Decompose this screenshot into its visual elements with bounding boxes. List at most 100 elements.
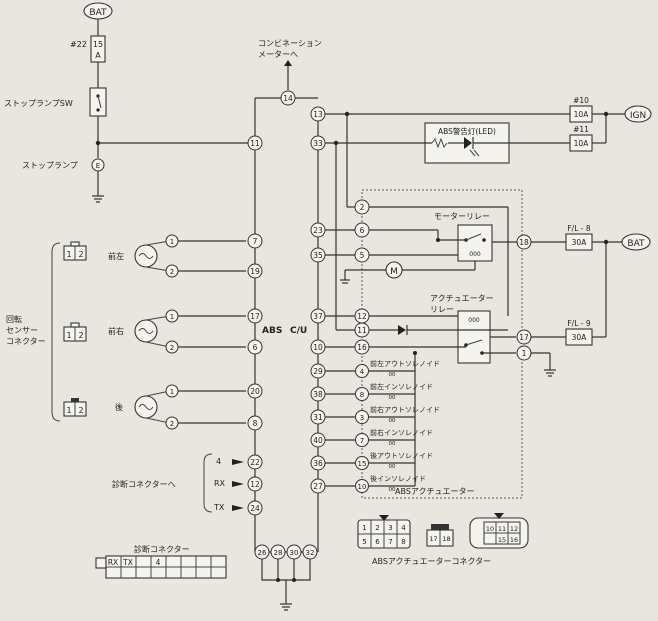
svg-text:10A: 10A [574,110,590,119]
svg-text:37: 37 [313,312,323,321]
svg-text:22: 22 [250,458,260,467]
svg-text:診断コネクター: 診断コネクター [134,544,190,554]
svg-text:6: 6 [253,343,258,352]
stop-lamp-switch [89,87,107,117]
svg-text:前左アウトソレノイド: 前左アウトソレノイド [370,359,440,368]
svg-text:F/L - 8: F/L - 8 [567,224,590,233]
svg-text:E: E [96,162,100,170]
sensor-front-left: 前左 1 2 [108,234,246,278]
svg-text:27: 27 [313,482,323,491]
svg-text:10A: 10A [574,139,590,148]
svg-text:1: 1 [66,250,71,259]
actuator-connector-label: ABSアクチュエーターコネクター [372,557,491,566]
svg-text:00: 00 [389,418,396,424]
svg-text:前左インソレノイド: 前左インソレノイド [370,382,433,391]
diag-branch: 診断コネクターへ 4 RX TX [112,453,244,513]
svg-text:30A: 30A [572,333,588,342]
svg-text:1: 1 [170,238,174,246]
svg-text:1: 1 [66,406,71,415]
svg-text:13: 13 [313,110,323,119]
svg-text:00: 00 [389,464,396,470]
svg-text:8: 8 [360,391,364,399]
actuator-connector-b: 17 18 [426,524,454,547]
bat-right-badge [621,233,651,251]
combo-meter-label: コンビネーション [258,39,322,48]
svg-text:11: 11 [250,139,260,148]
svg-text:1: 1 [522,349,527,358]
svg-text:5: 5 [362,538,366,546]
svg-text:8: 8 [401,538,405,546]
svg-text:15: 15 [358,460,367,468]
actuator-relay [457,310,491,364]
svg-text:7: 7 [360,437,364,445]
solenoid-fl-in: 前左インソレノイド 8 00 [325,382,433,401]
svg-text:メーターへ: メーターへ [258,50,298,59]
svg-text:20: 20 [250,387,260,396]
svg-text:00: 00 [389,487,396,493]
actuator-connector-a: 1 2 3 4 5 6 7 8 [357,515,411,549]
svg-text:2: 2 [78,406,83,415]
svg-text:後: 後 [115,402,123,412]
svg-text:M: M [390,267,398,277]
sensor-connector-icon-r: 1 2 [63,398,87,417]
svg-text:センサー: センサー [6,326,38,335]
svg-text:18: 18 [519,238,529,247]
svg-text:4: 4 [156,558,161,567]
actuator-connector-c: 10 11 12 15 16 [469,513,529,549]
solenoid-r-in: 後インソレノイド 10 00 [325,474,426,493]
svg-text:12: 12 [250,480,260,489]
svg-text:リレー: リレー [430,305,454,314]
svg-text:30A: 30A [572,238,588,247]
svg-text:4: 4 [216,457,221,466]
svg-text:30: 30 [290,549,299,557]
svg-text:1: 1 [362,524,366,532]
svg-text:#11: #11 [573,125,589,134]
svg-text:2: 2 [78,250,83,259]
svg-text:RX: RX [214,479,226,488]
svg-text:38: 38 [313,390,323,399]
solenoid-fr-out: 前右アウトソレノイド 3 00 [325,405,440,424]
svg-text:F/L - 9: F/L - 9 [567,319,590,328]
svg-text:1: 1 [170,388,174,396]
svg-text:000: 000 [468,317,480,324]
svg-text:TX: TX [213,503,225,512]
svg-text:29: 29 [313,367,323,376]
svg-text:10: 10 [358,483,367,491]
stop-lamp-branch: BAT 15 A #22 ストップランプSW E ストップランプ [4,2,248,203]
svg-text:2: 2 [78,331,83,340]
svg-text:3: 3 [388,524,392,532]
svg-text:3: 3 [360,414,364,422]
svg-text:19: 19 [250,267,260,276]
svg-text:TX: TX [122,558,133,567]
svg-text:5: 5 [360,251,365,260]
svg-text:10: 10 [486,525,494,533]
abs-control-unit: ABS C/U コンビネーション メーターへ 14 11 7 19 17 6 2… [247,39,326,611]
svg-text:1: 1 [66,331,71,340]
svg-text:40: 40 [313,436,323,445]
fuse-22-label: #22 [70,40,87,49]
svg-text:2: 2 [375,524,379,532]
svg-text:00: 00 [389,372,396,378]
svg-text:17: 17 [429,535,437,543]
stop-lamp-label: ストップランプ [22,161,78,170]
stop-switch-label: ストップランプSW [4,99,73,108]
solenoid-r-out: 後アウトソレノイド 15 00 [325,451,433,470]
svg-text:31: 31 [313,413,323,422]
svg-text:35: 35 [313,251,323,260]
svg-text:RX: RX [108,558,118,567]
svg-text:33: 33 [313,139,323,148]
ign-badge [624,105,652,123]
svg-text:前右: 前右 [108,326,124,336]
svg-text:14: 14 [283,94,293,103]
svg-text:後アウトソレノイド: 後アウトソレノイド [370,451,433,460]
svg-text:2: 2 [360,203,365,212]
svg-text:4: 4 [401,524,406,532]
bat-top-label: BAT [89,8,107,18]
svg-text:6: 6 [360,226,365,235]
svg-text:2: 2 [170,344,174,352]
svg-text:26: 26 [258,549,267,557]
svg-text:#10: #10 [573,96,589,105]
svg-text:4: 4 [360,368,365,376]
act-relay-label: アクチュエーター [430,294,494,303]
